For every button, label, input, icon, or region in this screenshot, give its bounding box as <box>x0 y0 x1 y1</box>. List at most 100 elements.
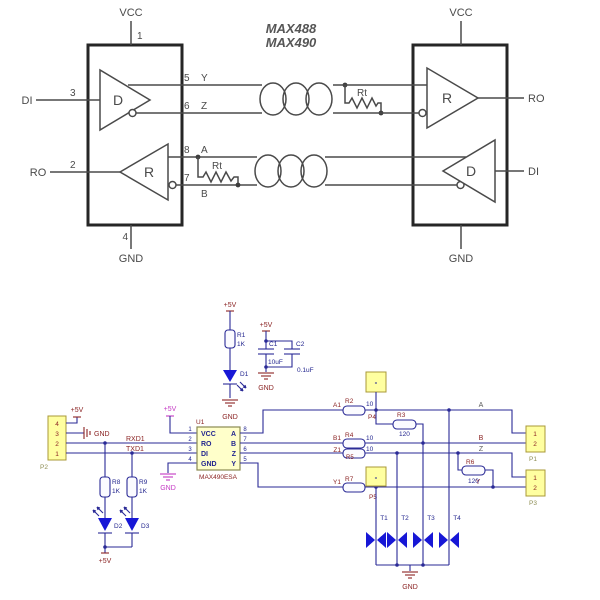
resistor-ref: R2 <box>345 398 354 405</box>
chip-pin-name: A <box>231 431 236 438</box>
gnd-label: GND <box>222 414 238 421</box>
net-label: Y1 <box>333 479 341 486</box>
pad-symbol: - <box>375 473 378 482</box>
connector-p3: 1 2 P3 <box>525 469 546 507</box>
chip-pin-name: GND <box>201 461 217 468</box>
pin-number: 6 <box>184 101 190 112</box>
gnd-label: GND <box>449 253 474 265</box>
junction-dot <box>103 545 107 549</box>
chip-pin-name: DI <box>201 451 208 458</box>
vcc-label: VCC <box>449 7 472 19</box>
resistor-ref: R1 <box>237 332 246 339</box>
chip-pin-name: VCC <box>201 431 216 438</box>
gnd-label: GND <box>94 431 110 438</box>
pin-number: 1 <box>55 451 59 458</box>
led-emission-arrows <box>236 381 247 392</box>
tvs-ref: T1 <box>380 515 388 522</box>
u1-power: +5V GND <box>160 406 197 492</box>
pin-number: 8 <box>184 145 190 156</box>
pad-ref: P5 <box>369 494 377 501</box>
gnd-label: GND <box>402 584 418 591</box>
inversion-bubble <box>128 108 137 118</box>
p5v-label: +5V <box>260 322 273 329</box>
chip-pin-number: 2 <box>188 437 192 443</box>
net-label: A1 <box>333 402 341 409</box>
twist-loop <box>305 82 333 116</box>
cap-value: 10uF <box>268 359 283 366</box>
uart-wires: RXD1 TXD1 <box>66 436 197 455</box>
net-label-txd1: TXD1 <box>126 446 144 453</box>
connector-p1: 1 2 P1 <box>525 425 546 463</box>
chip-pin-number: 8 <box>243 427 247 433</box>
led-d2-triangle <box>98 518 112 531</box>
testpad-p4: - P4 <box>365 371 387 421</box>
driver-triangle <box>99 68 152 132</box>
resistor-value: 10 <box>366 435 374 442</box>
wire <box>266 340 293 368</box>
resistor-r1-body <box>224 329 236 349</box>
resistor-ref: R5 <box>346 455 354 461</box>
tvs-t1-symbol <box>366 532 386 548</box>
inversion-bubble <box>168 180 177 190</box>
chip-pin-number: 5 <box>243 457 247 463</box>
led-ref: D3 <box>141 523 150 530</box>
receiver-triangle <box>426 66 480 130</box>
chip-pin-name: Y <box>231 461 236 468</box>
ro-label: RO <box>528 93 545 105</box>
twist-loop <box>282 82 310 116</box>
rt-label: Rt <box>212 161 222 172</box>
di-label: DI <box>528 166 539 178</box>
application-schematic: 4 3 2 1 P2 +5V GND RXD1 TXD1 <box>40 302 546 591</box>
resistor-value: 1K <box>139 488 148 495</box>
net-label: Z <box>479 446 484 453</box>
twist-loop <box>300 154 328 188</box>
cap-value: 0.1uF <box>297 367 314 374</box>
net-a: A1 R2 10 A <box>240 398 526 434</box>
part-title-line2: MAX490 <box>266 35 317 50</box>
wire <box>457 453 462 471</box>
resistor-ref: R4 <box>345 432 354 439</box>
part-title-line1: MAX488 <box>266 21 317 36</box>
wire <box>485 469 494 487</box>
resistor-ref: R7 <box>345 476 354 483</box>
led-d1-triangle <box>223 370 237 382</box>
resistor-value: 1K <box>237 341 246 348</box>
ro-label: RO <box>30 167 47 179</box>
pad-body <box>365 466 387 487</box>
resistor-r4-body <box>342 438 366 449</box>
termination-r6: R6 120 <box>457 453 494 487</box>
wire <box>365 452 526 478</box>
wire <box>240 409 343 434</box>
connector-body <box>525 469 546 497</box>
pin-number: 2 <box>533 485 537 492</box>
net-label-rxd1: RXD1 <box>126 436 145 443</box>
pin-number: 1 <box>533 431 537 438</box>
rt-label: Rt <box>357 88 367 99</box>
connector-body <box>47 415 67 461</box>
chip-pin-name: B <box>231 441 236 448</box>
pin-number: 3 <box>70 88 76 99</box>
net-label: Y <box>476 479 481 486</box>
resistor-ref: R9 <box>139 479 148 486</box>
wire <box>375 410 393 425</box>
net-label: A <box>479 402 484 409</box>
wire <box>66 417 78 424</box>
led-ref: D2 <box>114 523 123 530</box>
twist-loop <box>254 154 282 188</box>
resistor-ref: R3 <box>397 412 406 419</box>
pad-symbol: - <box>375 378 378 387</box>
chip-pin-name: RO <box>201 441 212 448</box>
led-indicators-rx-tx: R8 1K R9 1K D2 D3 +5V <box>92 443 150 565</box>
wire <box>240 462 343 488</box>
net-label: Z1 <box>333 447 341 454</box>
p2-power: +5V GND <box>66 407 110 439</box>
chip-ref: U1 <box>196 419 205 426</box>
chip-pin-number: 4 <box>188 457 192 463</box>
led-d3-triangle <box>125 518 139 531</box>
wire <box>365 409 526 434</box>
receiver-letter: R <box>442 90 452 106</box>
di-label: DI <box>22 95 33 107</box>
net-b: B1 R4 10 B <box>240 432 526 449</box>
tvs-t4-symbol <box>439 532 459 548</box>
left-transceiver-ic: VCC 1 4 GND DI 3 D 5 Y 6 Z RO 2 R 8 <box>22 7 262 265</box>
